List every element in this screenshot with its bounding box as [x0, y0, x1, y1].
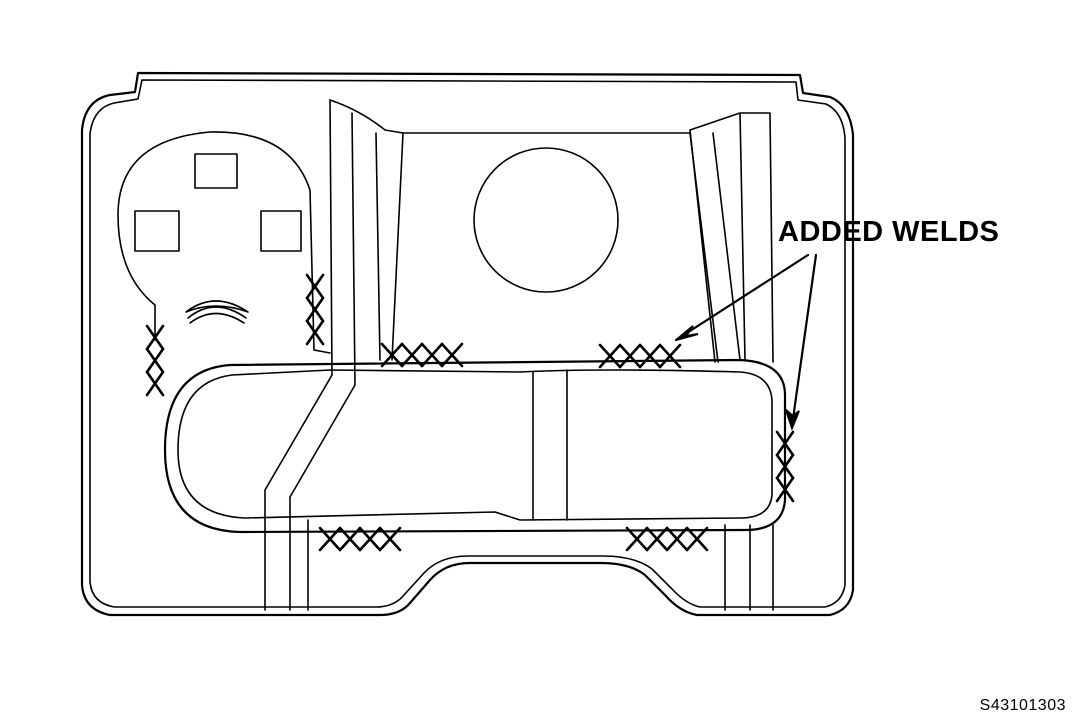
center-panel	[402, 132, 719, 363]
arrow-head-upper	[675, 325, 699, 341]
added-welds-label: ADDED WELDS	[778, 216, 1000, 248]
left-channel	[264, 99, 404, 611]
weld-group-horizontal-2	[598, 343, 682, 369]
weld-group-horizontal-4	[625, 526, 709, 552]
weld-group-horizontal-1	[380, 342, 464, 368]
weld-marks	[145, 273, 795, 552]
figure-id: S43101303	[979, 697, 1066, 714]
callout-arrows	[674, 253, 818, 431]
panel-outer-outline	[80, 71, 855, 617]
arrow-head-lower	[783, 406, 800, 431]
weld-group-vertical-1	[145, 324, 165, 397]
weld-group-vertical-2	[305, 273, 325, 346]
weld-group-vertical-3	[775, 430, 795, 503]
round-cover	[117, 131, 331, 354]
weld-group-horizontal-3	[318, 526, 402, 552]
right-channel	[689, 112, 774, 611]
inner-tray	[163, 358, 787, 534]
